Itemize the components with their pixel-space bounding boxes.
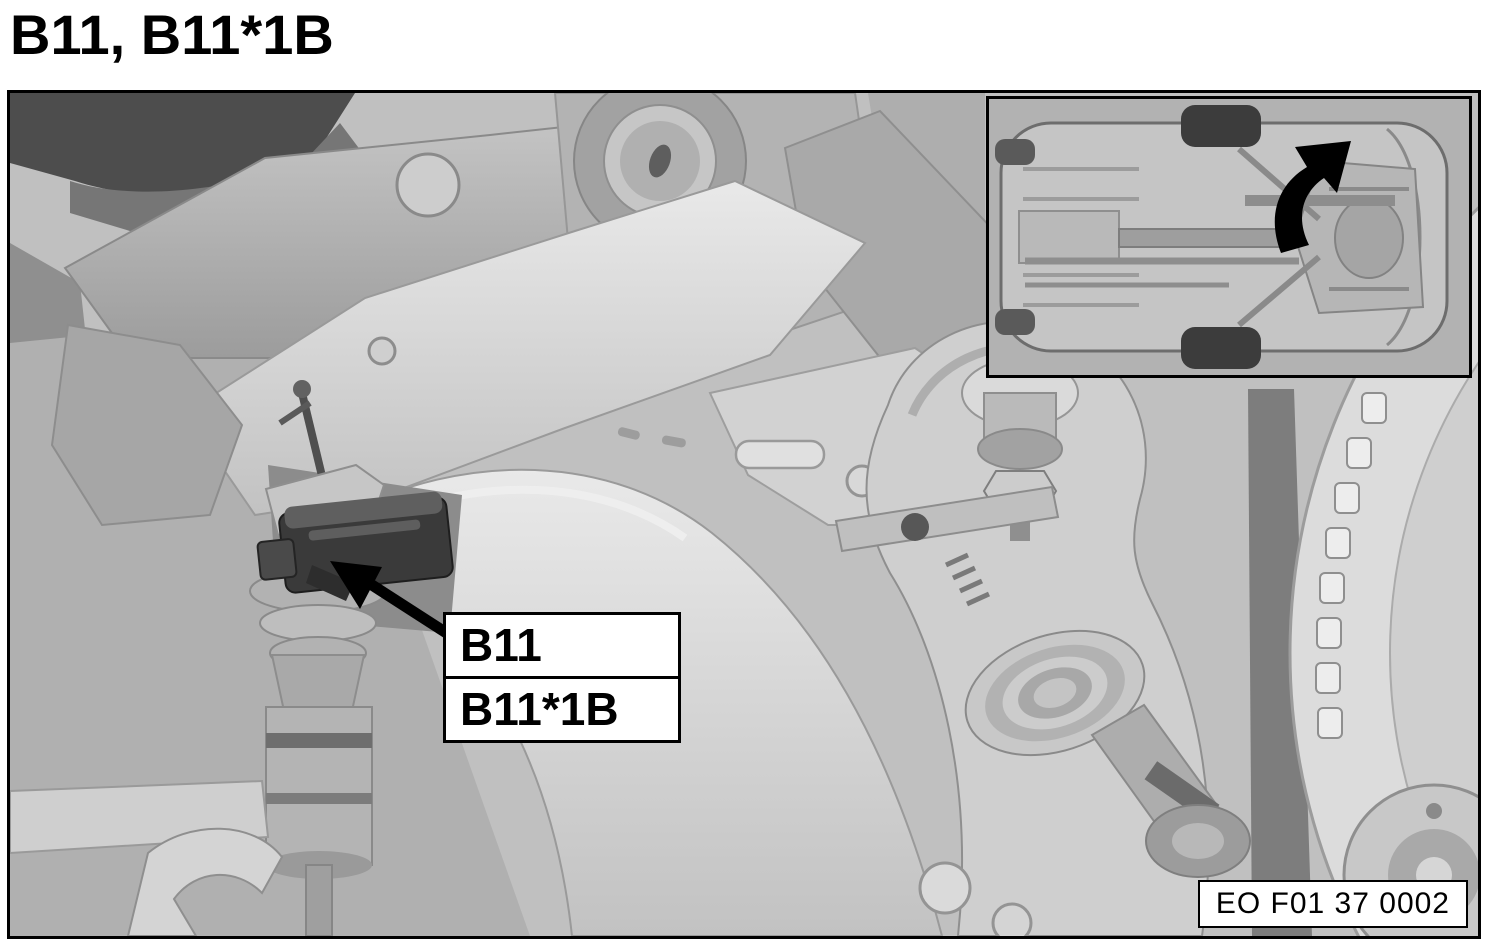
figure-reference-code: EO F01 37 0002 [1197, 880, 1468, 928]
cv-boot [964, 629, 1146, 757]
diagram-frame: B11 B11*1B EO F01 37 0002 [7, 90, 1481, 939]
callout-label-b11-1b: B11*1B [446, 676, 678, 740]
page-title: B11, B11*1B [10, 3, 334, 66]
sensor-b11 [256, 380, 454, 601]
location-arrow-icon [1274, 141, 1351, 253]
tie-rod [834, 485, 1060, 607]
location-inset [986, 96, 1472, 378]
component-callout: B11 B11*1B [443, 612, 681, 743]
car-underbody-illustration [989, 99, 1469, 375]
car-underbody [995, 105, 1449, 369]
callout-label-b11: B11 [460, 619, 542, 671]
steering-knuckle [865, 320, 1210, 936]
